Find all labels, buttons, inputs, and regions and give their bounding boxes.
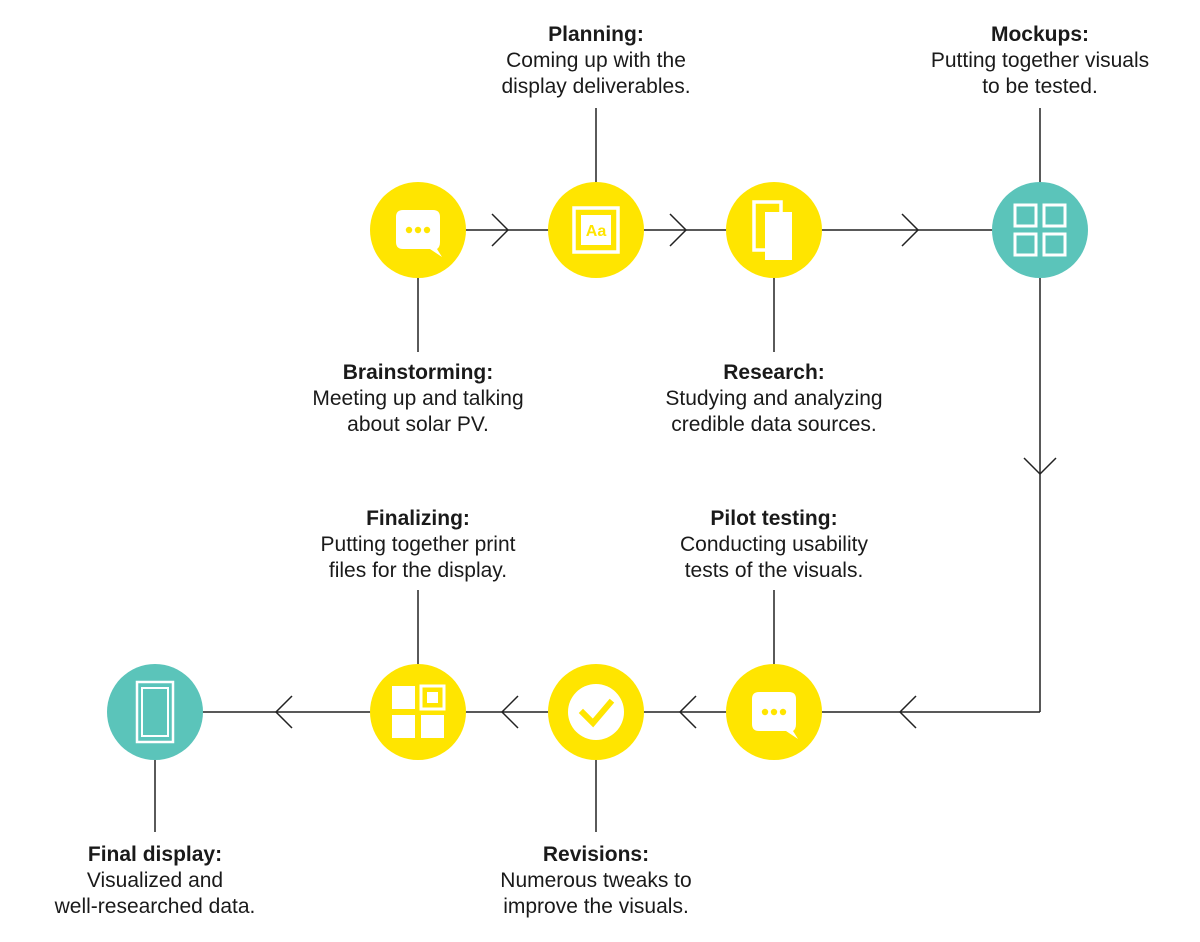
step-node-research [726, 182, 822, 278]
step-description-line: files for the display. [328, 559, 508, 582]
step-node-final-display [107, 664, 203, 760]
node-circle [992, 182, 1088, 278]
label-mockups: Mockups: Putting together visuals to be … [880, 22, 1200, 100]
step-node-pilot-testing [726, 664, 822, 760]
step-description-line: to be tested. [982, 75, 1098, 98]
step-description-line: tests of the visuals. [684, 559, 864, 582]
step-title: Brainstorming: [342, 361, 494, 384]
chevron-left-icon [678, 695, 697, 729]
label-planning: Planning: Coming up with the display del… [436, 22, 756, 100]
node-circle [107, 664, 203, 760]
step-description-line: Meeting up and talking [312, 387, 524, 410]
step-node-planning: Aa [548, 182, 644, 278]
typography-aa-icon: Aa [572, 206, 620, 254]
step-title: Revisions: [542, 843, 650, 866]
speech-bubble-icon [396, 210, 442, 257]
step-node-brainstorming [370, 182, 466, 278]
step-description-line: Numerous tweaks to [500, 869, 692, 892]
step-description-line: credible data sources. [671, 413, 877, 436]
label-revisions: Revisions: Numerous tweaks to improve th… [436, 842, 756, 920]
step-description-line: Putting together print [320, 533, 516, 556]
step-description-line: Visualized and [86, 869, 224, 892]
step-description-line: Conducting usability [680, 533, 868, 556]
chevron-left-icon [500, 695, 519, 729]
step-node-finalizing [370, 664, 466, 760]
step-title: Mockups: [990, 23, 1089, 46]
label-brainstorming: Brainstorming: Meeting up and talking ab… [258, 360, 578, 438]
label-final-display: Final display: Visualized and well-resea… [0, 842, 315, 920]
flow-arrows [274, 213, 1057, 729]
chevron-right-icon [901, 213, 920, 247]
checkmark-circle-icon [568, 684, 624, 740]
step-title: Pilot testing: [710, 507, 838, 530]
step-description-line: about solar PV. [347, 413, 489, 436]
chevron-left-icon [274, 695, 293, 729]
node-circle [370, 664, 466, 760]
chevron-left-icon [898, 695, 917, 729]
step-title: Planning: [548, 23, 644, 46]
label-research: Research: Studying and analyzing credibl… [614, 360, 934, 438]
step-description-line: improve the visuals. [503, 895, 689, 918]
grid-four-squares-icon [1013, 203, 1067, 257]
step-title: Research: [723, 361, 825, 384]
step-description-line: Putting together visuals [930, 49, 1150, 72]
step-description-line: display deliverables. [501, 75, 691, 98]
layout-grid-icon [392, 684, 446, 738]
chevron-right-icon [669, 213, 688, 247]
label-pilot-testing: Pilot testing: Conducting usability test… [614, 506, 934, 584]
tablet-icon [135, 680, 175, 744]
documents-icon [752, 200, 792, 260]
step-title: Finalizing: [366, 507, 470, 530]
step-node-mockups [992, 182, 1088, 278]
step-description-line: Studying and analyzing [665, 387, 883, 410]
step-node-revisions [548, 664, 644, 760]
icon-aa-text: Aa [586, 223, 607, 240]
chevron-down-icon [1023, 457, 1057, 476]
step-description-line: Coming up with the [506, 49, 686, 72]
label-finalizing: Finalizing: Putting together print files… [258, 506, 578, 584]
speech-bubble-icon [752, 692, 798, 739]
chevron-right-icon [491, 213, 510, 247]
step-title: Final display: [87, 843, 223, 866]
step-description-line: well-researched data. [54, 895, 256, 918]
